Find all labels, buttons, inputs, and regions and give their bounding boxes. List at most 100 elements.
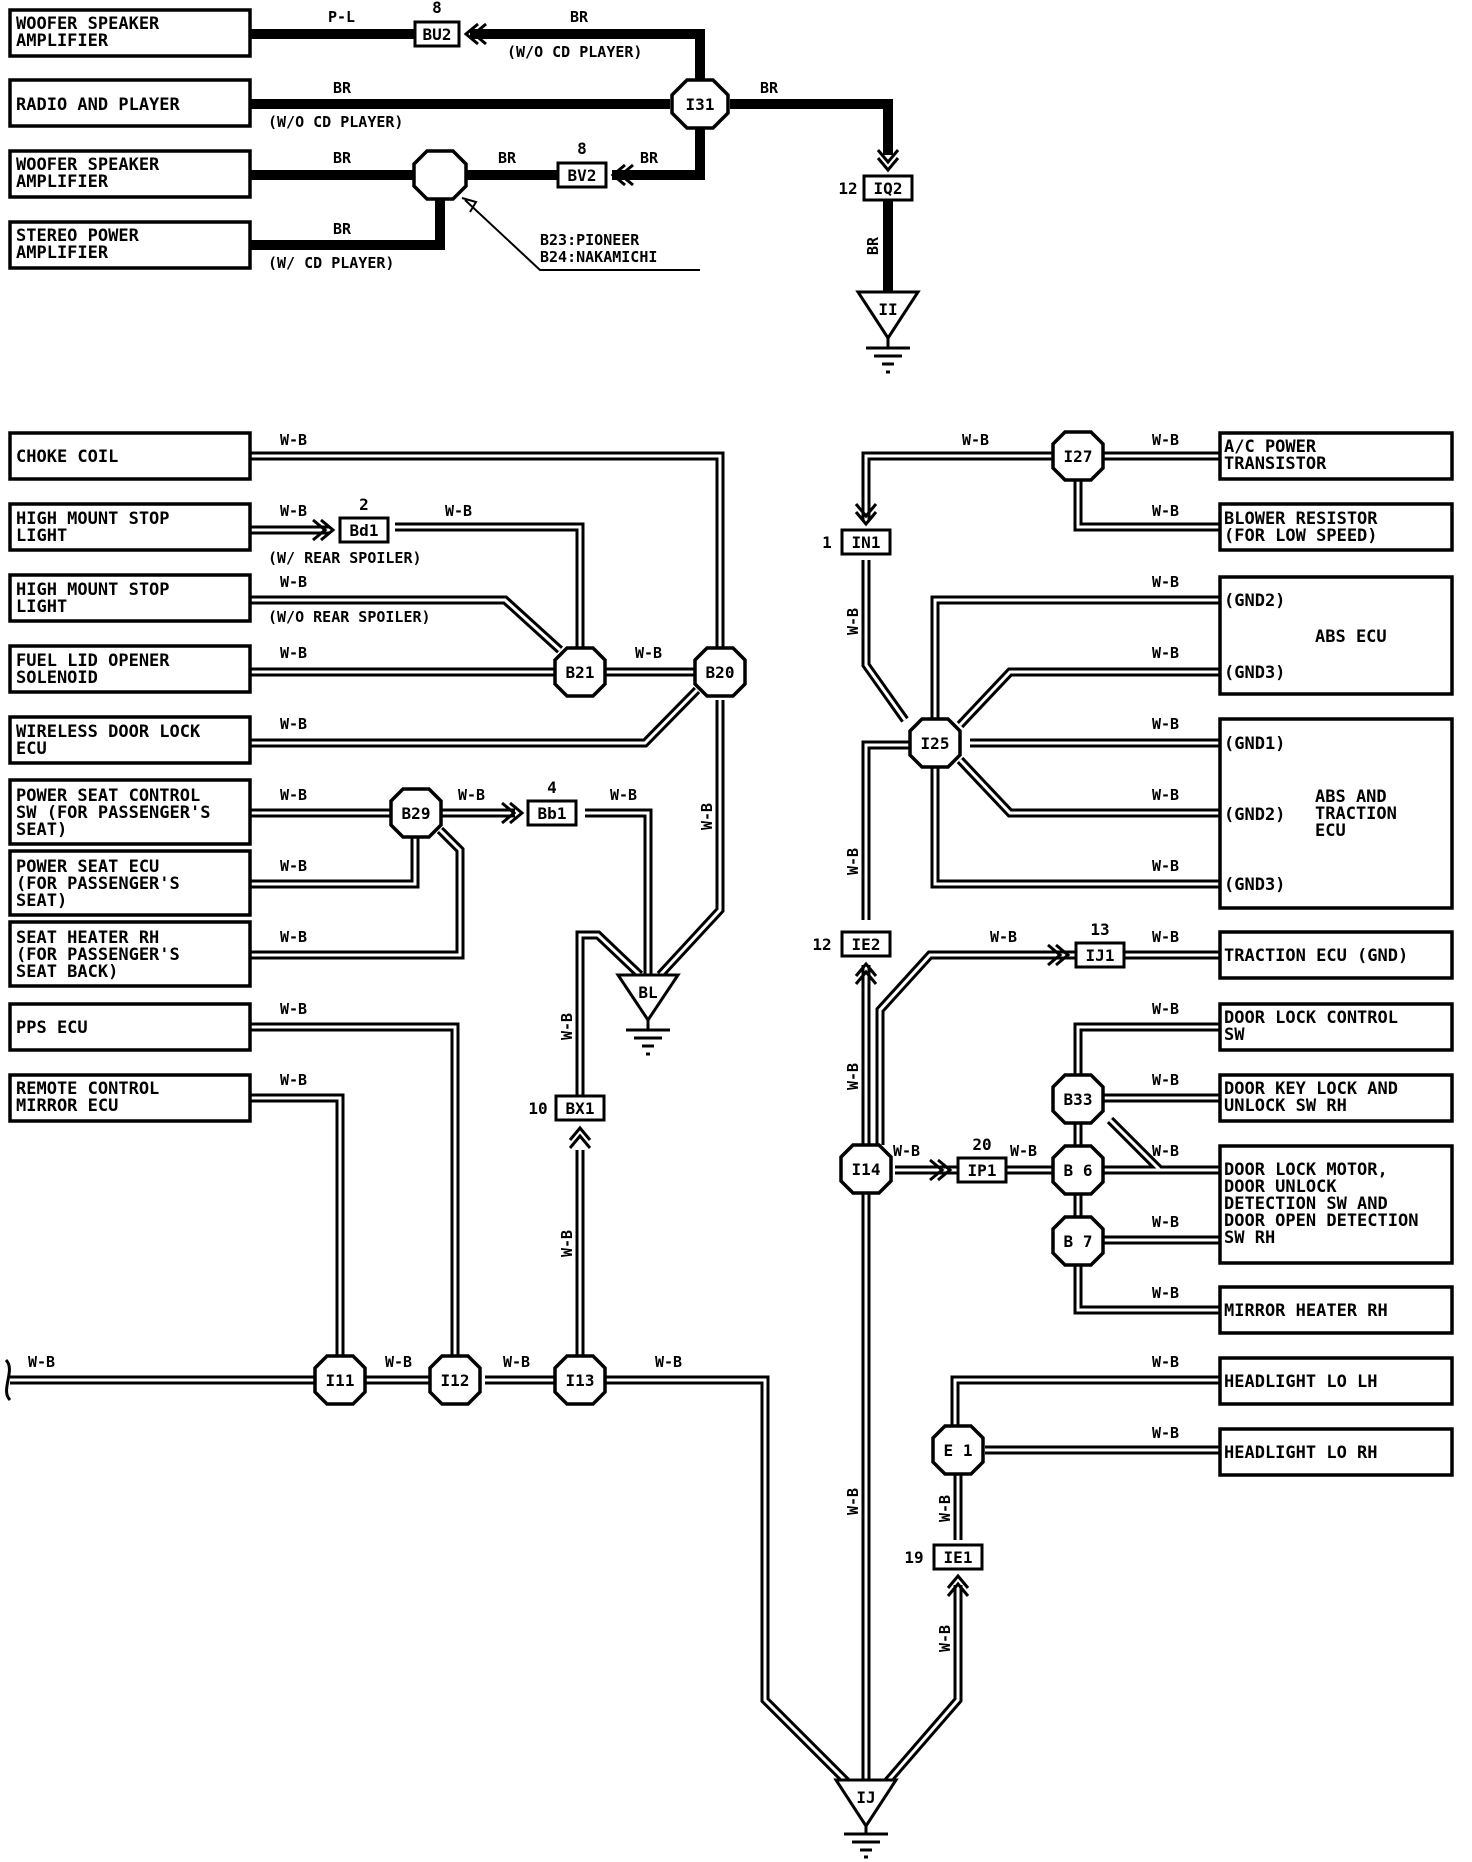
pin-number: 10 bbox=[528, 1099, 547, 1118]
node-I12: I12 bbox=[428, 1354, 482, 1406]
wire-label: W-B bbox=[1152, 573, 1179, 591]
pointer-arrow bbox=[461, 197, 478, 213]
wire-label: W-B bbox=[1152, 1071, 1179, 1089]
wire-label: W-B bbox=[1152, 502, 1179, 520]
label: DOOR OPEN DETECTION bbox=[1224, 1211, 1418, 1231]
connector-BX1: BX1 10 bbox=[528, 1094, 606, 1149]
label: HEADLIGHT LO RH bbox=[1224, 1443, 1378, 1463]
ground-points: II BL IJ bbox=[615, 290, 921, 1859]
connector-IP1: IP1 20 bbox=[929, 1135, 1008, 1184]
note-w-spoiler: (W/ REAR SPOILER) bbox=[268, 549, 422, 567]
wire-label: W-B bbox=[558, 1230, 576, 1257]
connector-IE2: IE2 12 bbox=[812, 930, 892, 985]
arrow-icon bbox=[946, 1573, 970, 1597]
wire-label: W-B bbox=[1152, 857, 1179, 875]
label: LIGHT bbox=[16, 526, 67, 546]
component-remote-mirror: REMOTE CONTROL MIRROR ECU bbox=[8, 1073, 252, 1123]
node-I14: I14 bbox=[839, 1143, 893, 1195]
wire-label: W-B bbox=[280, 928, 307, 946]
ground-icon bbox=[626, 1020, 670, 1056]
label: POWER SEAT ECU bbox=[16, 857, 159, 877]
ground-icon bbox=[866, 338, 910, 374]
diagram-notes: (W/O CD PLAYER) (W/O CD PLAYER) (W/ CD P… bbox=[268, 43, 700, 626]
wire-color-labels: P-L BR BR BR BR BR BR BR BR W-B W-B W-B … bbox=[28, 8, 1179, 1652]
connector-label: Bb1 bbox=[538, 804, 567, 823]
component-fuel-lid: FUEL LID OPENER SOLENOID bbox=[8, 644, 252, 694]
arrow-icon bbox=[929, 1158, 953, 1182]
component-ac-transistor: A/C POWER TRANSISTOR bbox=[1218, 431, 1454, 481]
label: MIRROR HEATER RH bbox=[1224, 1301, 1388, 1321]
component-pps-ecu: PPS ECU bbox=[8, 1002, 252, 1052]
label: STEREO POWER bbox=[16, 226, 140, 246]
wire-label: W-B bbox=[1152, 1424, 1179, 1442]
pin-number: 8 bbox=[432, 0, 442, 17]
wire-label: W-B bbox=[962, 431, 989, 449]
wire-label: BR bbox=[640, 149, 659, 167]
wire-label: W-B bbox=[936, 1625, 954, 1652]
right-component-boxes: A/C POWER TRANSISTOR BLOWER RESISTOR (FO… bbox=[1218, 431, 1454, 1477]
component-door-lock-motor: DOOR LOCK MOTOR, DOOR UNLOCK DETECTION S… bbox=[1218, 1144, 1454, 1265]
wire-label: W-B bbox=[936, 1495, 954, 1522]
wire-label: W-B bbox=[655, 1353, 682, 1371]
label: SEAT BACK) bbox=[16, 962, 118, 982]
node-label: B33 bbox=[1064, 1090, 1093, 1109]
component-high-mount-1: HIGH MOUNT STOP LIGHT bbox=[8, 502, 252, 552]
connector-Bb1: Bb1 4 bbox=[501, 778, 578, 827]
wire-label: W-B bbox=[280, 502, 307, 520]
label: SOLENOID bbox=[16, 668, 98, 688]
label: AMPLIFIER bbox=[16, 243, 109, 263]
connector-Bd1: Bd1 2 bbox=[312, 495, 390, 544]
node-label: I13 bbox=[566, 1371, 595, 1390]
label: POWER SEAT CONTROL bbox=[16, 786, 200, 806]
pointer-line bbox=[464, 199, 700, 271]
label: (FOR LOW SPEED) bbox=[1224, 526, 1378, 546]
component-door-key-lock: DOOR KEY LOCK AND UNLOCK SW RH bbox=[1218, 1073, 1454, 1123]
component-woofer-2: WOOFER SPEAKER AMPLIFIER bbox=[8, 149, 252, 199]
wire-label: W-B bbox=[558, 1013, 576, 1040]
label: LIGHT bbox=[16, 597, 67, 617]
wire-label: W-B bbox=[698, 803, 716, 830]
connector-IN1: IN1 1 bbox=[822, 503, 892, 556]
note-nakamichi: B24:NAKAMICHI bbox=[540, 248, 657, 266]
component-door-lock-control: DOOR LOCK CONTROL SW bbox=[1218, 1002, 1454, 1052]
node-label: I11 bbox=[326, 1371, 355, 1390]
pin-number: 8 bbox=[577, 139, 587, 158]
wire-label: BR bbox=[333, 79, 352, 97]
pin-number: 13 bbox=[1090, 920, 1109, 939]
wire-label: W-B bbox=[503, 1353, 530, 1371]
arrow-icon bbox=[568, 1125, 592, 1149]
node-label: E 1 bbox=[944, 1441, 973, 1460]
wire-label: W-B bbox=[844, 1063, 862, 1090]
pin-number: 19 bbox=[904, 1548, 923, 1567]
node-label: I31 bbox=[686, 95, 715, 114]
ground-II: II bbox=[855, 290, 921, 374]
component-abs-ecu: (GND2) ABS ECU (GND3) bbox=[1218, 575, 1454, 696]
label: AMPLIFIER bbox=[16, 31, 109, 51]
component-choke-coil: CHOKE COIL bbox=[8, 431, 252, 481]
node-B23-B24 bbox=[412, 149, 468, 201]
arrow-icon bbox=[610, 163, 634, 187]
label: SEAT HEATER RH bbox=[16, 928, 159, 948]
component-power-seat-sw: POWER SEAT CONTROL SW (FOR PASSENGER'S S… bbox=[8, 778, 252, 846]
junction-nodes: I31 B21 B20 B29 I27 I25 I14 B33 B 6 B 7 bbox=[313, 78, 1105, 1476]
label: SW bbox=[1224, 1025, 1245, 1045]
wire-label: W-B bbox=[280, 857, 307, 875]
label: (FOR PASSENGER'S bbox=[16, 874, 180, 894]
wire-label: W-B bbox=[445, 502, 472, 520]
label: CHOKE COIL bbox=[16, 447, 118, 467]
label: A/C POWER bbox=[1224, 437, 1317, 457]
wire-label: BR bbox=[333, 220, 352, 238]
node-label: B29 bbox=[402, 804, 431, 823]
wire-label: W-B bbox=[1152, 1000, 1179, 1018]
node-I13: I13 bbox=[553, 1354, 607, 1406]
component-abs-traction-ecu: (GND1) (GND2) (GND3) ABS AND TRACTION EC… bbox=[1218, 717, 1454, 910]
label: HIGH MOUNT STOP bbox=[16, 580, 170, 600]
label: ABS AND bbox=[1315, 787, 1387, 807]
connectors: BU2 8 BV2 8 IQ2 12 Bd1 2 Bb1 4 BX1 10 IN… bbox=[312, 0, 1126, 1597]
wire-label: W-B bbox=[635, 644, 662, 662]
connector-label: IQ2 bbox=[874, 179, 903, 198]
wire-label: W-B bbox=[280, 431, 307, 449]
node-I27: I27 bbox=[1051, 430, 1105, 482]
connector-label: BV2 bbox=[568, 166, 597, 185]
label: ECU bbox=[1315, 821, 1346, 841]
